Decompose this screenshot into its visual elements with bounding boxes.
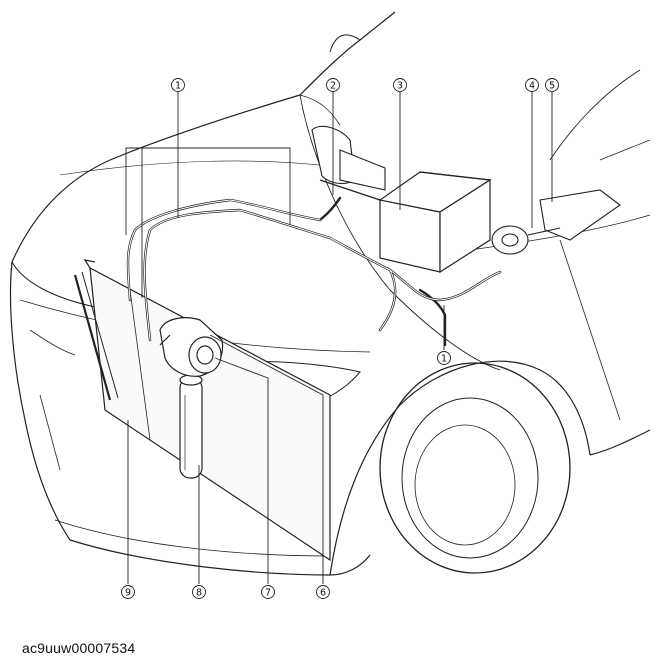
callout-c1a: 1 [171,78,185,92]
blower-unit [311,125,386,191]
callout-number: 1 [441,354,447,365]
callout-circle [525,78,539,92]
evaporator-unit [319,171,492,274]
callout-c6: 6 [316,585,330,599]
callout-number: 6 [320,588,326,599]
callout-number: 3 [397,81,403,92]
callout-number: 9 [125,588,131,599]
callout-circle [326,78,340,92]
callout-number: 7 [265,588,271,599]
leader-lines [125,92,553,584]
ac-compressor [159,317,224,377]
callout-c9: 9 [121,585,135,599]
callout-circle [261,585,275,599]
callout-number: 4 [529,81,535,92]
callout-circle [545,78,559,92]
callout-circle [121,585,135,599]
callout-c4: 4 [525,78,539,92]
callout-c2: 2 [326,78,340,92]
figure-code: ac9uuw00007534 [22,640,136,656]
callout-c8: 8 [192,585,206,599]
receiver-drier [179,374,203,479]
callout-circle [316,585,330,599]
callout-c7: 7 [261,585,275,599]
callout-markers: 1 2 3 4 5 1 6 7 8 9 [121,78,559,599]
callout-number: 8 [196,588,202,599]
callout-number: 1 [175,81,181,92]
callout-number: 5 [549,81,555,92]
callout-circle [171,78,185,92]
callout-circle [192,585,206,599]
callout-c5: 5 [545,78,559,92]
callout-circle [393,78,407,92]
pressure-switch-and-valve [491,189,621,255]
callout-number: 2 [330,81,336,92]
callout-c3: 3 [393,78,407,92]
callout-c1b: 1 [437,351,451,365]
callout-circle [437,351,451,365]
